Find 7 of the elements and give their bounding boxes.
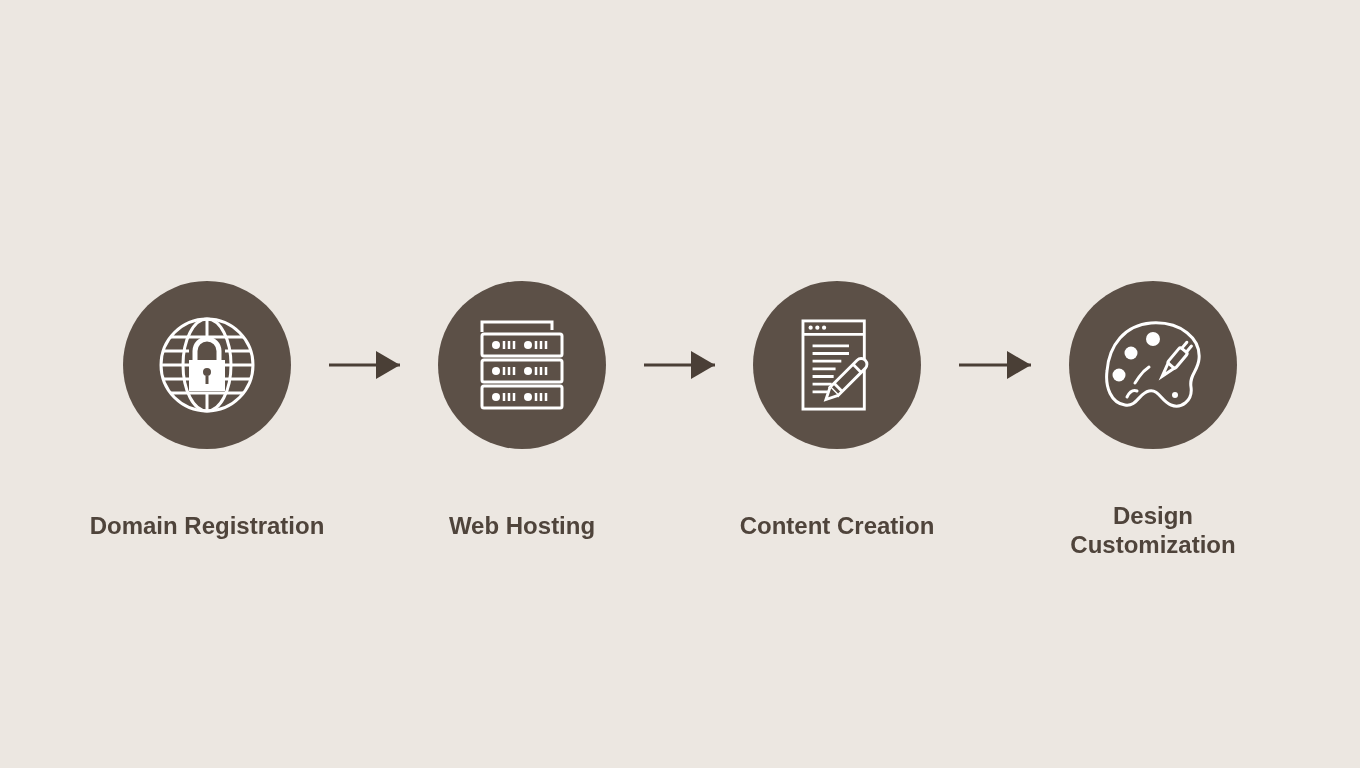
arrow (644, 351, 715, 379)
step-label: Design Customization (1069, 501, 1237, 559)
arrow (959, 351, 1031, 379)
step-label: Web Hosting (448, 510, 596, 540)
step-label: Content Creation (739, 510, 935, 540)
arrow (329, 351, 400, 379)
step-label: Domain Registration (89, 510, 325, 540)
